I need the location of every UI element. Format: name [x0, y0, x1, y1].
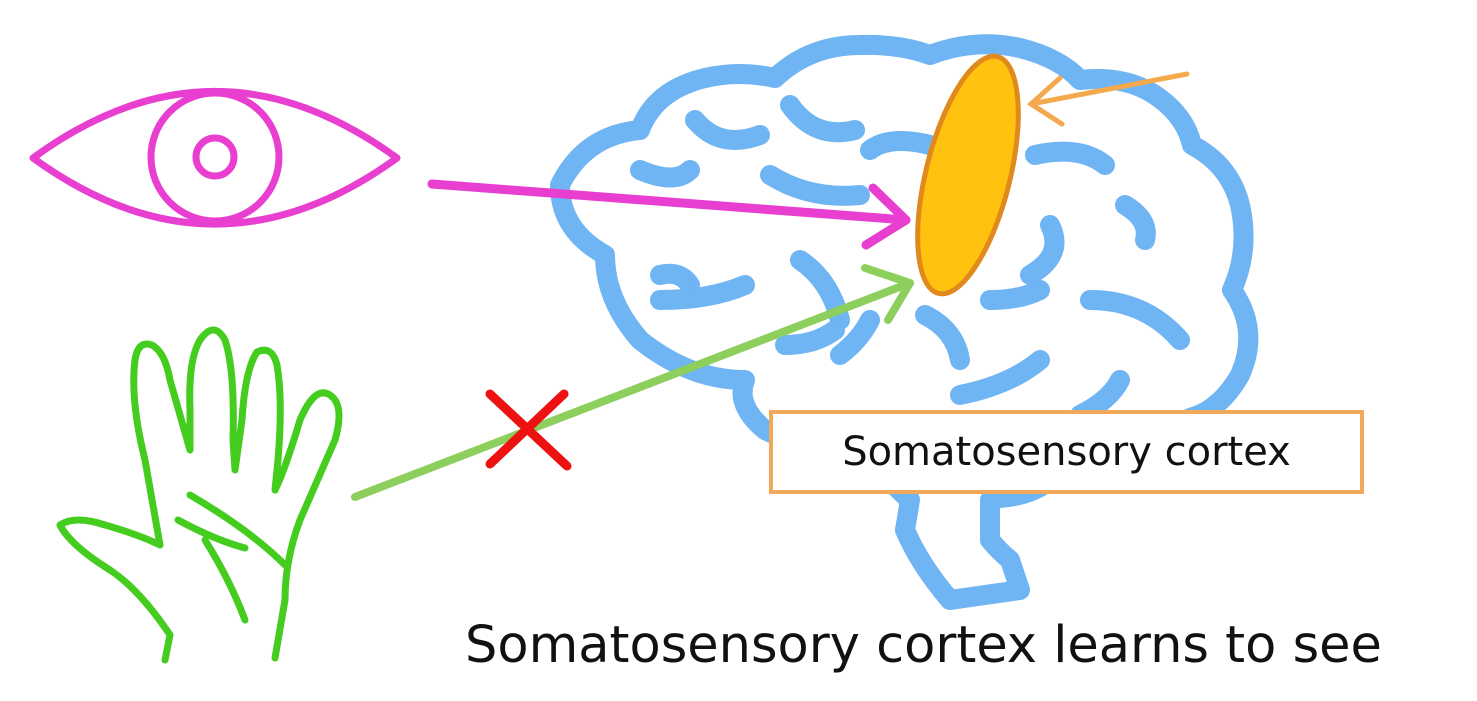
brain-fold [915, 305, 970, 370]
brain-fold [775, 320, 845, 355]
cortex-region [915, 53, 1021, 297]
brain-icon [550, 34, 1259, 610]
caption: Somatosensory cortex learns to see [465, 616, 1382, 675]
hand-outline [56, 326, 343, 664]
brain-fold [650, 275, 755, 310]
eye-outline [29, 88, 401, 228]
hand-icon [56, 326, 343, 664]
brain-fold [1020, 215, 1065, 285]
brain-fold [980, 280, 1050, 310]
brain-fold [780, 95, 865, 143]
eye-iris [147, 89, 283, 225]
brain-fold [1115, 195, 1156, 250]
x-mark-icon [485, 389, 572, 471]
external-pointer-arrow [1026, 71, 1190, 127]
brain-fold [860, 131, 940, 160]
brain-fold [650, 263, 700, 295]
brain-fold [630, 160, 700, 188]
brain-fold [1025, 141, 1115, 175]
eye-pupil [192, 134, 238, 180]
label-text: Somatosensory cortex [842, 429, 1291, 475]
brain-fold [830, 310, 880, 365]
label-box: Somatosensory cortex [769, 410, 1364, 494]
brain-fold [1080, 290, 1190, 350]
brain-fold [685, 110, 770, 150]
palm-crease [174, 516, 249, 552]
hand-to-cortex-arrow [351, 264, 914, 501]
palm-crease [201, 536, 249, 624]
eye-icon [29, 88, 401, 228]
eye-to-cortex-arrow [427, 179, 911, 250]
brain-fold [950, 350, 1050, 405]
brain-fold [760, 165, 870, 206]
palm-crease [186, 491, 289, 569]
